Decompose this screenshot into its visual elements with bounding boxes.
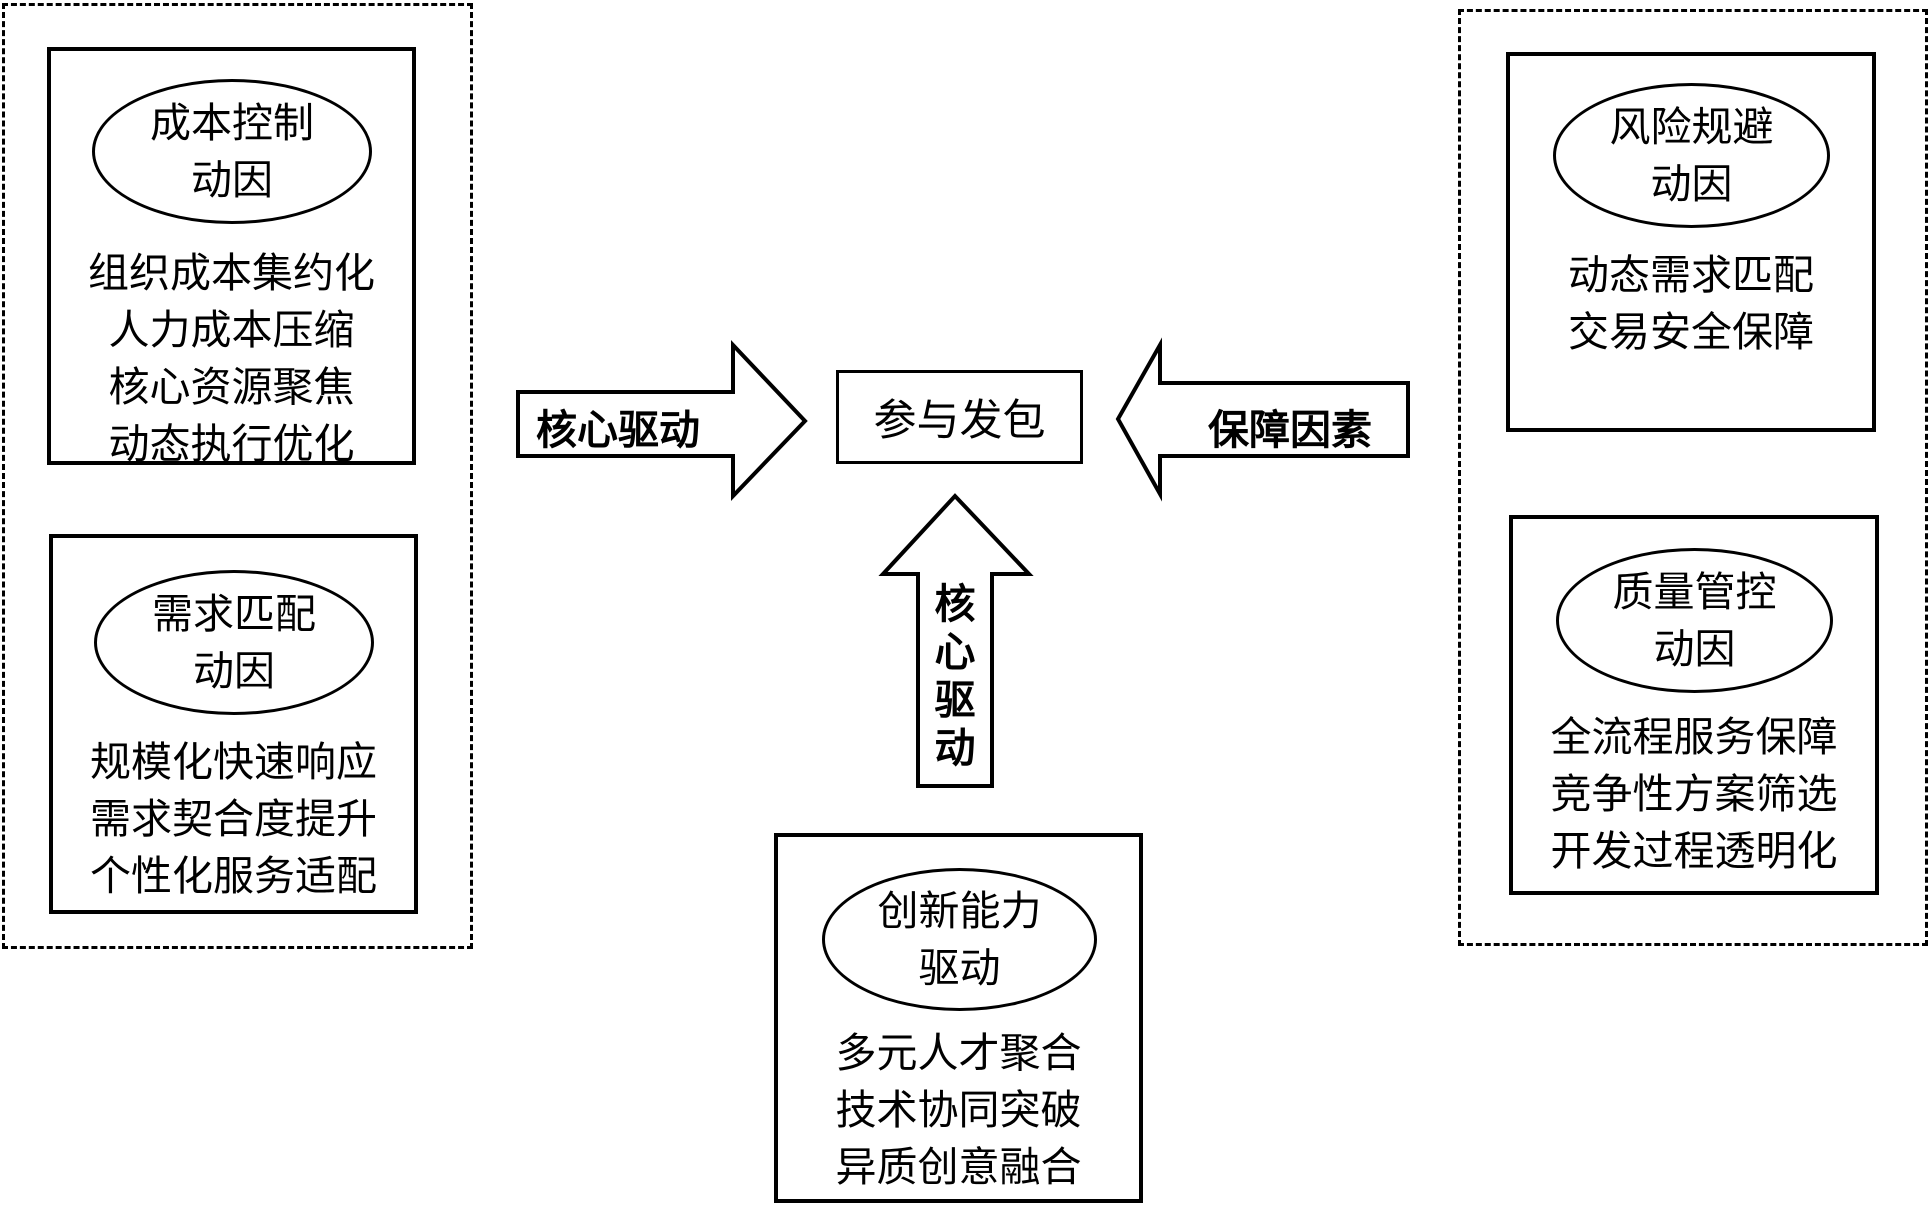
- list-item: 组织成本集约化: [88, 249, 375, 297]
- left-core-drive-arrow: [516, 339, 808, 501]
- risk-avoidance-title-1: 风险规避: [1609, 102, 1774, 151]
- demand-match-title-1: 需求匹配: [152, 589, 316, 638]
- quality-control-box: 质量管控 动因 全流程服务保障 竞争性方案筛选 开发过程透明化: [1509, 515, 1879, 895]
- list-item: 需求契合度提升: [90, 795, 377, 843]
- list-item: 交易安全保障: [1568, 308, 1814, 356]
- risk-avoidance-items: 动态需求匹配 交易安全保障: [1510, 247, 1872, 361]
- demand-match-title-2: 动因: [193, 646, 275, 695]
- center-label: 参与发包: [873, 396, 1046, 446]
- demand-match-box: 需求匹配 动因 规模化快速响应 需求契合度提升 个性化服务适配: [49, 534, 418, 914]
- innovation-ellipse: 创新能力 驱动: [822, 868, 1097, 1011]
- vertical-label-char: 核: [934, 580, 976, 628]
- quality-control-items: 全流程服务保障 竞争性方案筛选 开发过程透明化: [1513, 709, 1875, 880]
- cost-control-title-1: 成本控制: [150, 98, 314, 147]
- vertical-label-char: 驱: [934, 676, 976, 724]
- list-item: 异质创意融合: [835, 1143, 1082, 1191]
- risk-avoidance-box: 风险规避 动因 动态需求匹配 交易安全保障: [1506, 52, 1876, 432]
- list-item: 技术协同突破: [835, 1086, 1082, 1134]
- left-arrow-label: 核心驱动: [536, 406, 700, 454]
- risk-avoidance-title-2: 动因: [1650, 159, 1733, 208]
- list-item: 全流程服务保障: [1550, 713, 1838, 761]
- innovation-title-1: 创新能力: [877, 886, 1042, 935]
- list-item: 规模化快速响应: [90, 738, 377, 786]
- participate-outsourcing-box: 参与发包: [836, 370, 1083, 464]
- vertical-label-char: 动: [934, 724, 976, 772]
- risk-avoidance-ellipse: 风险规避 动因: [1553, 83, 1830, 228]
- vertical-label-char: 心: [934, 628, 976, 676]
- demand-match-items: 规模化快速响应 需求契合度提升 个性化服务适配: [53, 734, 414, 905]
- list-item: 核心资源聚焦: [108, 363, 355, 411]
- cost-control-box: 成本控制 动因 组织成本集约化 人力成本压缩 核心资源聚焦 动态执行优化: [47, 47, 416, 468]
- list-item: 多元人才聚合: [835, 1029, 1082, 1077]
- list-item: 个性化服务适配: [90, 852, 377, 900]
- right-group-frame: [1458, 9, 1928, 946]
- cost-control-ellipse: 成本控制 动因: [92, 79, 372, 224]
- quality-control-ellipse: 质量管控 动因: [1556, 548, 1833, 693]
- right-arrow-label: 保障因素: [1208, 406, 1372, 454]
- list-item: 动态需求匹配: [1568, 251, 1814, 299]
- cost-control-items: 组织成本集约化 人力成本压缩 核心资源聚焦 动态执行优化: [51, 245, 412, 473]
- right-support-arrow: [1115, 337, 1410, 502]
- list-item: 人力成本压缩: [108, 306, 355, 354]
- list-item: 动态执行优化: [108, 420, 355, 468]
- innovation-title-2: 驱动: [918, 943, 1001, 992]
- innovation-items: 多元人才聚合 技术协同突破 异质创意融合: [778, 1025, 1139, 1196]
- bottom-core-drive-arrow: [878, 493, 1034, 788]
- left-group-frame: [2, 3, 473, 949]
- cost-control-title-2: 动因: [191, 155, 273, 204]
- quality-control-title-1: 质量管控: [1612, 567, 1777, 616]
- list-item: 竞争性方案筛选: [1550, 770, 1838, 818]
- list-item: 开发过程透明化: [1550, 827, 1838, 875]
- bottom-arrow-label: 核心驱动: [925, 580, 985, 772]
- innovation-box: 创新能力 驱动 多元人才聚合 技术协同突破 异质创意融合: [774, 833, 1143, 1203]
- quality-control-title-2: 动因: [1653, 624, 1736, 673]
- demand-match-ellipse: 需求匹配 动因: [94, 570, 374, 715]
